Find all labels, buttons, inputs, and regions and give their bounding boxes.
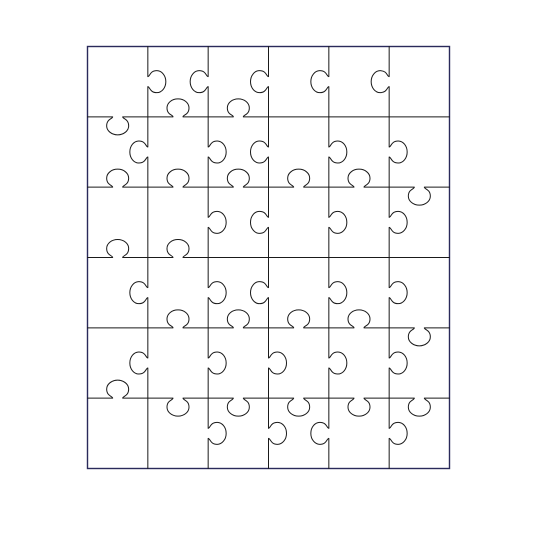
horizontal-cut-edge: [87, 168, 149, 188]
vertical-cut-edge: [310, 397, 330, 469]
horizontal-cut-edge: [328, 168, 390, 188]
vertical-cut-edge: [129, 257, 149, 329]
vertical-cut-edge: [250, 186, 269, 258]
horizontal-cut-edge: [207, 397, 269, 417]
vertical-cut-edge: [328, 186, 348, 258]
horizontal-cut-edge: [207, 309, 269, 329]
horizontal-cut-edge: [87, 116, 149, 136]
vertical-cut-edge: [129, 327, 149, 399]
vertical-cut-edge: [370, 46, 390, 118]
vertical-cut-edge: [207, 257, 227, 329]
horizontal-cut-edge: [207, 98, 269, 118]
horizontal-cut-edge: [268, 168, 330, 188]
vertical-cut-edge: [268, 397, 287, 469]
horizontal-cut-edge: [147, 309, 209, 329]
horizontal-cut-edge: [147, 98, 209, 118]
vertical-cut-edge: [147, 46, 167, 118]
horizontal-cut-edge: [87, 379, 149, 399]
horizontal-cut-edge: [388, 327, 450, 347]
vertical-cut-edge: [207, 327, 227, 399]
vertical-cut-edge: [207, 397, 227, 469]
horizontal-cut-edge: [388, 397, 450, 417]
piece-cut-lines: [87, 46, 450, 469]
horizontal-cut-edge: [328, 309, 390, 329]
horizontal-cut-edge: [268, 397, 330, 417]
vertical-cut-edge: [388, 257, 408, 329]
horizontal-cut-edge: [87, 239, 149, 258]
horizontal-cut-edge: [388, 186, 450, 206]
vertical-cut-edge: [388, 397, 408, 469]
horizontal-cut-edge: [268, 309, 330, 329]
vertical-cut-edge: [207, 116, 227, 188]
horizontal-cut-edge: [147, 397, 209, 417]
vertical-cut-edge: [310, 46, 330, 118]
vertical-cut-edge: [250, 46, 269, 118]
vertical-cut-edge: [250, 116, 269, 188]
vertical-cut-edge: [207, 186, 227, 258]
vertical-cut-edge: [328, 327, 348, 399]
vertical-cut-edge: [388, 327, 408, 399]
vertical-cut-edge: [250, 257, 269, 329]
horizontal-cut-edge: [207, 168, 269, 188]
horizontal-cut-edge: [328, 397, 390, 417]
vertical-cut-edge: [129, 116, 149, 188]
horizontal-cut-edge: [147, 168, 209, 188]
horizontal-cut-edge: [147, 239, 209, 258]
vertical-cut-edge: [268, 327, 287, 399]
vertical-cut-edge: [189, 46, 209, 118]
vertical-cut-edge: [328, 257, 348, 329]
vertical-cut-edge: [388, 116, 408, 188]
vertical-cut-edge: [328, 116, 348, 188]
vertical-cut-edge: [388, 186, 408, 258]
